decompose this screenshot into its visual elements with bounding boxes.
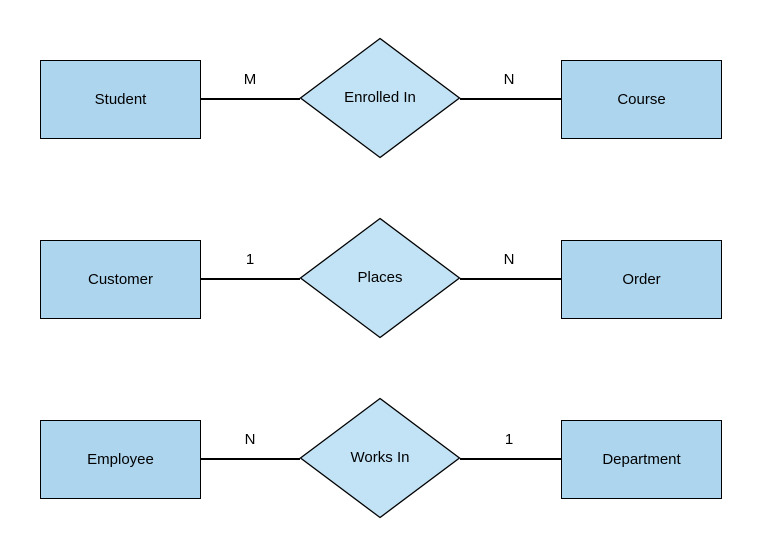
connector-line <box>200 278 300 280</box>
entity-box-department: Department <box>561 420 722 499</box>
relationship-diamond <box>299 37 461 159</box>
relationship-row: Employee N Works In 1 Department <box>0 397 761 521</box>
connector-line <box>460 278 562 280</box>
entity-box-course: Course <box>561 60 722 139</box>
relationship-diamond <box>299 397 461 519</box>
entity-label: Order <box>622 270 661 288</box>
entity-box-student: Student <box>40 60 201 139</box>
connector-line <box>460 98 562 100</box>
relationship-row: Customer 1 Places N Order <box>0 217 761 341</box>
entity-label: Employee <box>87 450 154 468</box>
connector-line <box>200 98 300 100</box>
entity-label: Course <box>617 90 666 108</box>
entity-box-customer: Customer <box>40 240 201 319</box>
relationship-diamond <box>299 217 461 339</box>
cardinality-label: N <box>244 431 256 448</box>
entity-label: Student <box>94 90 147 108</box>
cardinality-label: M <box>243 71 257 88</box>
cardinality-label: 1 <box>504 431 514 448</box>
connector-line <box>460 458 562 460</box>
diamond-shape <box>299 397 461 519</box>
cardinality-label: 1 <box>245 251 255 268</box>
cardinality-label: N <box>503 251 515 268</box>
entity-label: Customer <box>87 270 154 288</box>
entity-label: Department <box>602 450 681 468</box>
diamond-shape <box>299 37 461 159</box>
entity-box-order: Order <box>561 240 722 319</box>
entity-box-employee: Employee <box>40 420 201 499</box>
connector-line <box>200 458 300 460</box>
diamond-shape <box>299 217 461 339</box>
relationship-row: Student M Enrolled In N Course <box>0 37 761 161</box>
cardinality-label: N <box>503 71 515 88</box>
